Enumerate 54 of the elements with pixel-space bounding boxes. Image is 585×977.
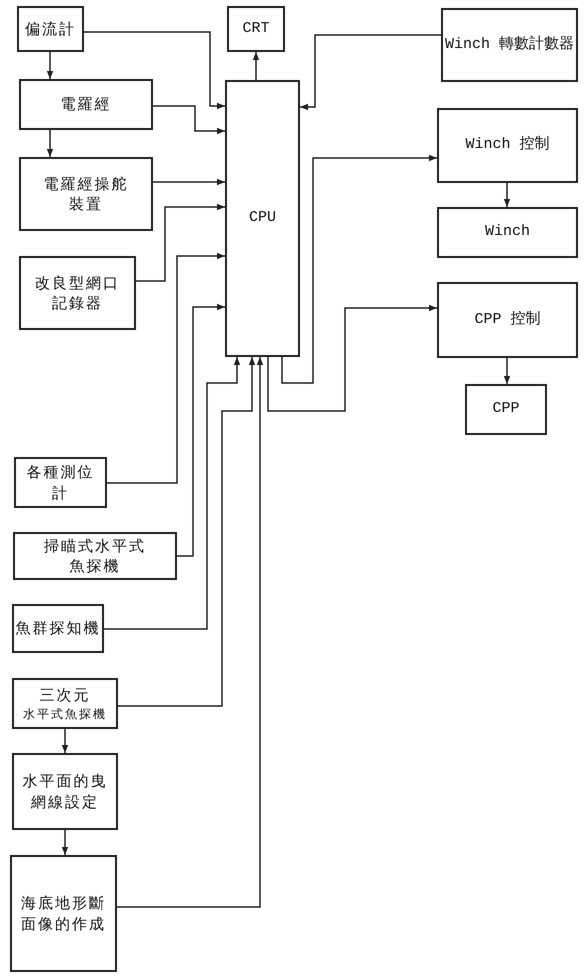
arrow bbox=[62, 830, 68, 855]
node-label: CPP 控制 bbox=[474, 310, 540, 330]
node-label: CPP bbox=[492, 399, 520, 420]
arrow bbox=[504, 183, 510, 207]
arrow bbox=[118, 357, 256, 707]
node-label: 水平面的曳網線設定 bbox=[22, 771, 108, 812]
arrow bbox=[177, 304, 225, 557]
process-box bbox=[13, 532, 177, 580]
arrow bbox=[281, 154, 437, 384]
node-label: 掃瞄式水平式魚探機 bbox=[43, 536, 147, 576]
node-label: 三次元 bbox=[40, 685, 90, 706]
process-box bbox=[19, 256, 136, 330]
node-label: 魚群探知機 bbox=[16, 618, 100, 639]
arrow bbox=[46, 130, 54, 157]
process-box bbox=[19, 79, 153, 130]
node-label: 改良型網口記錄器 bbox=[34, 272, 121, 314]
process-box bbox=[437, 207, 578, 258]
process-box bbox=[227, 6, 285, 52]
process-box bbox=[14, 457, 107, 508]
process-box bbox=[12, 753, 118, 830]
node-label: Winch bbox=[484, 222, 530, 242]
node-label: 電羅經 bbox=[60, 94, 112, 115]
arrow bbox=[153, 178, 225, 186]
arrow bbox=[300, 34, 441, 110]
arrow bbox=[136, 204, 225, 282]
node-label: Winch 控制 bbox=[465, 135, 550, 156]
arrow bbox=[84, 31, 225, 110]
arrow bbox=[107, 252, 225, 484]
node-label: 水平式魚探機 bbox=[23, 706, 107, 722]
process-box bbox=[441, 8, 578, 82]
arrow bbox=[117, 357, 264, 908]
arrow bbox=[46, 52, 54, 79]
process-box bbox=[437, 282, 578, 358]
arrow bbox=[504, 358, 510, 384]
process-box bbox=[19, 157, 153, 231]
process-box bbox=[465, 384, 547, 435]
process-box bbox=[225, 80, 300, 357]
arrow bbox=[153, 105, 225, 134]
process-box bbox=[12, 604, 104, 653]
node-label: Winch 轉數計數器 bbox=[444, 34, 574, 55]
arrow bbox=[267, 304, 437, 412]
node-label: 各種測位計 bbox=[26, 462, 94, 503]
process-box bbox=[12, 678, 118, 729]
node-label: 偏流計 bbox=[25, 18, 76, 40]
process-box bbox=[437, 108, 578, 183]
node-label: 電羅經操舵裝置 bbox=[42, 174, 130, 214]
arrow bbox=[104, 357, 240, 630]
process-box bbox=[17, 6, 84, 52]
node-label: CPU bbox=[248, 208, 276, 228]
arrow bbox=[252, 52, 260, 80]
process-box bbox=[10, 855, 117, 972]
node-label: CRT bbox=[242, 18, 270, 39]
arrow bbox=[62, 729, 68, 753]
node-label: 海底地形斷面像的作成 bbox=[20, 893, 107, 934]
